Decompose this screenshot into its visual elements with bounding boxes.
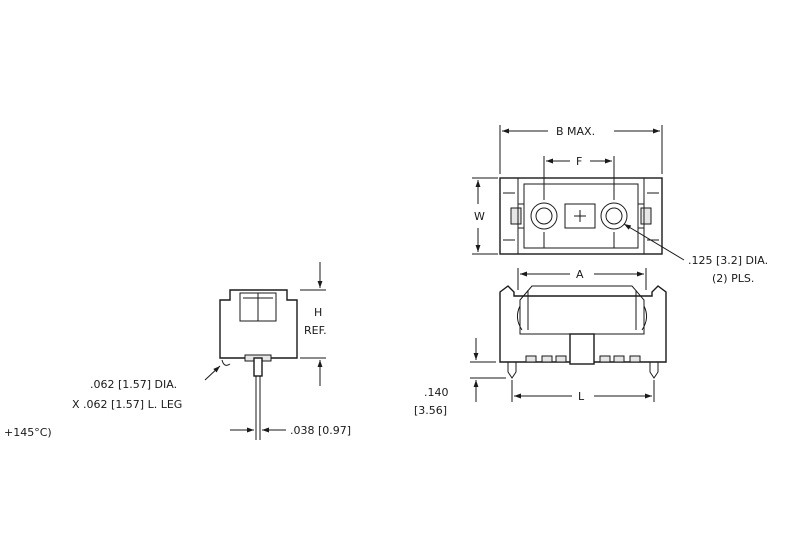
side-view: H REF. .062 [1.57] DIA. X .062 [1.57] L.…	[4, 262, 351, 440]
dim-hole-dia: .125 [3.2] DIA.	[688, 254, 768, 267]
side-leg	[253, 357, 263, 377]
dim-leg-dia: .062 [1.57] DIA.	[90, 378, 177, 391]
dim-standoff-in: .140	[424, 386, 449, 399]
hole-dia-leader	[623, 223, 685, 261]
dim-hole-count: (2) PLS.	[712, 272, 754, 285]
dim-b-max: B MAX.	[556, 125, 595, 138]
dim-h-ref: REF.	[304, 324, 327, 337]
mount-hole-right	[600, 202, 628, 230]
dim-h-label: H	[314, 306, 322, 319]
dim-w: W	[474, 210, 485, 223]
bottom-teeth	[525, 355, 641, 363]
dim-leg-width: .038 [0.97]	[290, 424, 351, 437]
front-view: A .140 [3.56]	[414, 268, 667, 417]
dim-a: A	[576, 268, 584, 281]
front-leg-left	[507, 362, 517, 379]
dim-f: F	[576, 155, 582, 168]
dim-l: L	[578, 390, 585, 403]
front-view-body	[499, 285, 667, 363]
temp-note: +145°C)	[4, 426, 52, 439]
battery-cavity	[519, 285, 645, 335]
top-view: B MAX. F W .125 [3.2] DIA. (2) PLS.	[472, 125, 768, 285]
center-tab	[569, 333, 595, 365]
leg-dia-leader	[204, 365, 221, 381]
dim-leg-length: X .062 [1.57] L. LEG	[72, 398, 182, 411]
dim-standoff-mm: [3.56]	[414, 404, 447, 417]
mount-hole-left	[530, 202, 558, 230]
front-leg-right	[649, 362, 659, 379]
center-contact	[564, 203, 596, 229]
